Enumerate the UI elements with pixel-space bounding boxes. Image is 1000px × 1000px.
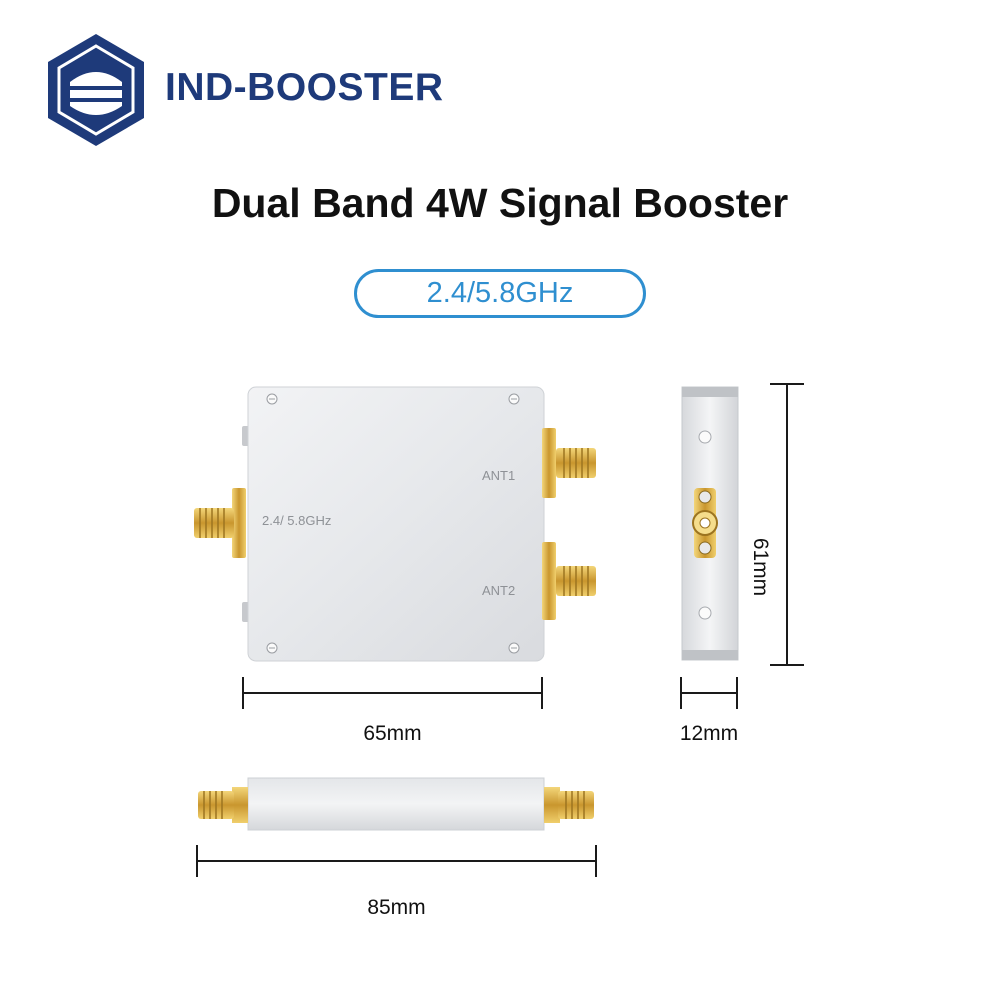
height-dimension-label: 61mm [749,537,772,597]
ant2-port-label: ANT2 [482,583,515,598]
width-dimension-label: 65mm [363,722,422,745]
product-title: Dual Band 4W Signal Booster [211,180,789,226]
sma-connector-icon [544,787,594,823]
sma-connector-icon [194,488,246,558]
input-port-label: 2.4/ 5.8GHz [262,513,331,528]
ant1-port-label: ANT1 [482,468,515,483]
depth-dimension-line [680,677,738,709]
sma-connector-icon [542,542,596,620]
frequency-badge: 2.4/5.8GHz [354,269,646,318]
depth-dimension-label: 12mm [679,722,739,745]
screw-icon [266,393,520,654]
length-dimension-label: 85mm [367,896,426,919]
device-side-view [681,386,739,661]
hexagon-shield-logo-icon [48,34,144,146]
sma-connector-icon [692,488,718,558]
sma-connector-icon [198,787,248,823]
length-dimension-line [196,845,597,877]
device-length-view [198,777,594,831]
sma-connector-icon [542,428,596,498]
device-front-view: 2.4/ 5.8GHz ANT1 ANT2 [194,386,596,662]
brand-name: IND-BOOSTER [165,66,444,109]
width-dimension-line [242,677,543,709]
height-dimension-line [770,383,804,666]
